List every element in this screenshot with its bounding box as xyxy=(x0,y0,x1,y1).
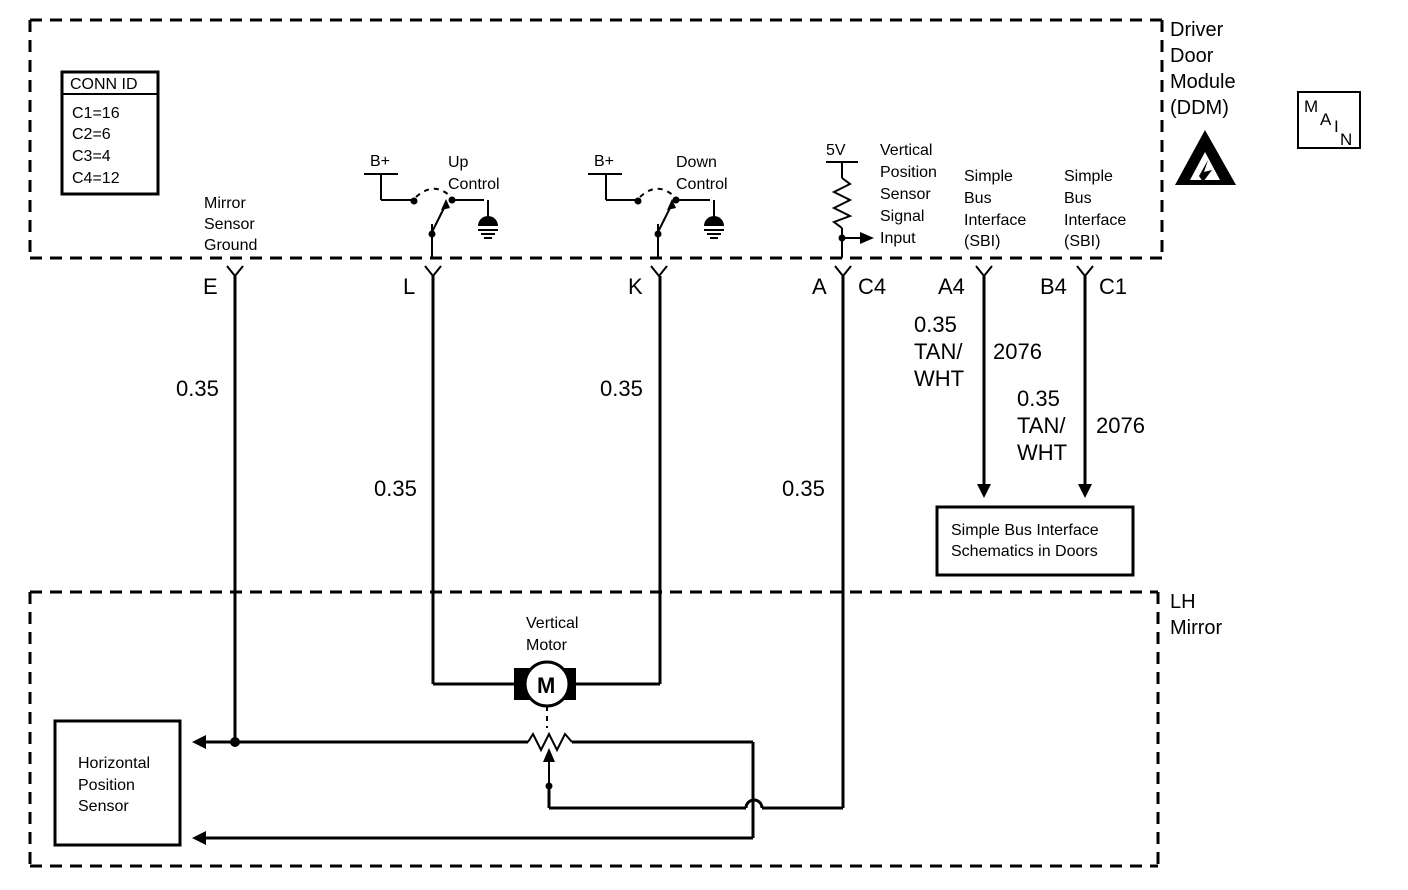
svg-text:B+: B+ xyxy=(594,153,614,170)
wire-a-size: 0.35 xyxy=(782,476,825,501)
svg-text:Vertical: Vertical xyxy=(526,615,578,632)
vps-signal-label: Vertical xyxy=(880,142,932,159)
svg-text:N: N xyxy=(1340,130,1352,149)
svg-text:Motor: Motor xyxy=(526,637,568,654)
svg-text:Sensor: Sensor xyxy=(204,216,255,233)
svg-text:Down: Down xyxy=(676,154,717,171)
horizontal-position-sensor: Horizontal Position Sensor xyxy=(53,719,182,847)
svg-text:Control: Control xyxy=(676,176,728,193)
down-control-switch: B+ Down Control xyxy=(588,153,728,258)
svg-text:Position: Position xyxy=(880,164,937,181)
svg-text:Horizontal: Horizontal xyxy=(78,755,150,772)
svg-text:Up: Up xyxy=(448,154,469,171)
ddm-boundary xyxy=(28,18,1164,260)
main-badge: M A I N xyxy=(1297,91,1361,149)
wire-a xyxy=(549,276,845,810)
conn-row: C2=6 xyxy=(72,126,111,143)
svg-text:Sensor: Sensor xyxy=(78,798,129,815)
svg-text:Sensor: Sensor xyxy=(880,186,931,203)
wire-sbi-a4 xyxy=(977,276,991,498)
wire-a4-circuit: 2076 xyxy=(993,339,1042,364)
svg-text:Interface: Interface xyxy=(1064,212,1126,229)
svg-text:WHT: WHT xyxy=(1017,440,1067,465)
ddm-title-1: Driver xyxy=(1170,19,1224,41)
ddm-title-3: Module xyxy=(1170,71,1236,93)
mirror-sensor-ground-label: Mirror xyxy=(204,195,246,212)
svg-text:WHT: WHT xyxy=(914,366,964,391)
svg-text:A: A xyxy=(1320,110,1332,129)
esd-warning-icon xyxy=(1175,130,1236,185)
svg-text:(SBI): (SBI) xyxy=(1064,233,1100,250)
svg-text:Schematics in Doors: Schematics in Doors xyxy=(951,543,1098,560)
lh-mirror-boundary xyxy=(28,590,1160,868)
conn-id-table: CONN ID C1=16 C2=6 C3=4 C4=12 xyxy=(60,70,160,196)
svg-text:Position: Position xyxy=(78,777,135,794)
svg-text:TAN/: TAN/ xyxy=(914,339,963,364)
svg-text:Input: Input xyxy=(880,230,916,247)
sbi-schematics-box[interactable]: Simple Bus Interface Schematics in Doors xyxy=(935,505,1135,577)
lh-mirror-title-2: Mirror xyxy=(1170,617,1223,639)
wire-b4-size: 0.35 xyxy=(1017,386,1060,411)
svg-text:M: M xyxy=(1304,97,1318,116)
svg-text:5V: 5V xyxy=(826,142,846,159)
conn-row: C4=12 xyxy=(72,170,120,187)
position-potentiometer xyxy=(192,731,755,845)
pin-a4: A4 xyxy=(938,274,965,299)
svg-text:B+: B+ xyxy=(370,153,390,170)
svg-text:Ground: Ground xyxy=(204,237,257,254)
pin-e: E xyxy=(203,274,218,299)
lh-mirror-title-1: LH xyxy=(1170,591,1196,613)
svg-text:Control: Control xyxy=(448,176,500,193)
svg-text:(SBI): (SBI) xyxy=(964,233,1000,250)
vertical-motor: Vertical Motor M xyxy=(514,615,578,728)
ddm-title-2: Door xyxy=(1170,45,1214,67)
pin-l: L xyxy=(403,274,415,299)
svg-text:Bus: Bus xyxy=(1064,190,1092,207)
wire-a4-size: 0.35 xyxy=(914,312,957,337)
wire-l-size: 0.35 xyxy=(374,476,417,501)
svg-text:Bus: Bus xyxy=(964,190,992,207)
pin-k: K xyxy=(628,274,643,299)
pin-a: A xyxy=(812,274,827,299)
sbi-label-b4: Simple xyxy=(1064,168,1113,185)
conn-row: C1=16 xyxy=(72,105,120,122)
pin-c1: C1 xyxy=(1099,274,1127,299)
conn-id-header: CONN ID xyxy=(70,76,138,93)
wire-e-size: 0.35 xyxy=(176,376,219,401)
pin-b4: B4 xyxy=(1040,274,1067,299)
wire-l xyxy=(431,276,514,686)
wire-k-size: 0.35 xyxy=(600,376,643,401)
motor-m-symbol: M xyxy=(537,673,555,698)
wire-k xyxy=(576,276,662,686)
pin-c4: C4 xyxy=(858,274,886,299)
ddm-title-4: (DDM) xyxy=(1170,97,1229,119)
svg-text:Interface: Interface xyxy=(964,212,1026,229)
svg-text:Signal: Signal xyxy=(880,208,924,225)
five-volt-pullup-resistor: 5V xyxy=(826,142,874,258)
wire-sbi-b4 xyxy=(1078,276,1092,498)
sbi-label-a4: Simple xyxy=(964,168,1013,185)
wire-b4-circuit: 2076 xyxy=(1096,413,1145,438)
svg-text:Simple Bus Interface: Simple Bus Interface xyxy=(951,522,1099,539)
up-control-switch: B+ Up Control xyxy=(364,153,500,258)
conn-row: C3=4 xyxy=(72,148,111,165)
svg-text:I: I xyxy=(1334,117,1339,136)
svg-text:TAN/: TAN/ xyxy=(1017,413,1066,438)
